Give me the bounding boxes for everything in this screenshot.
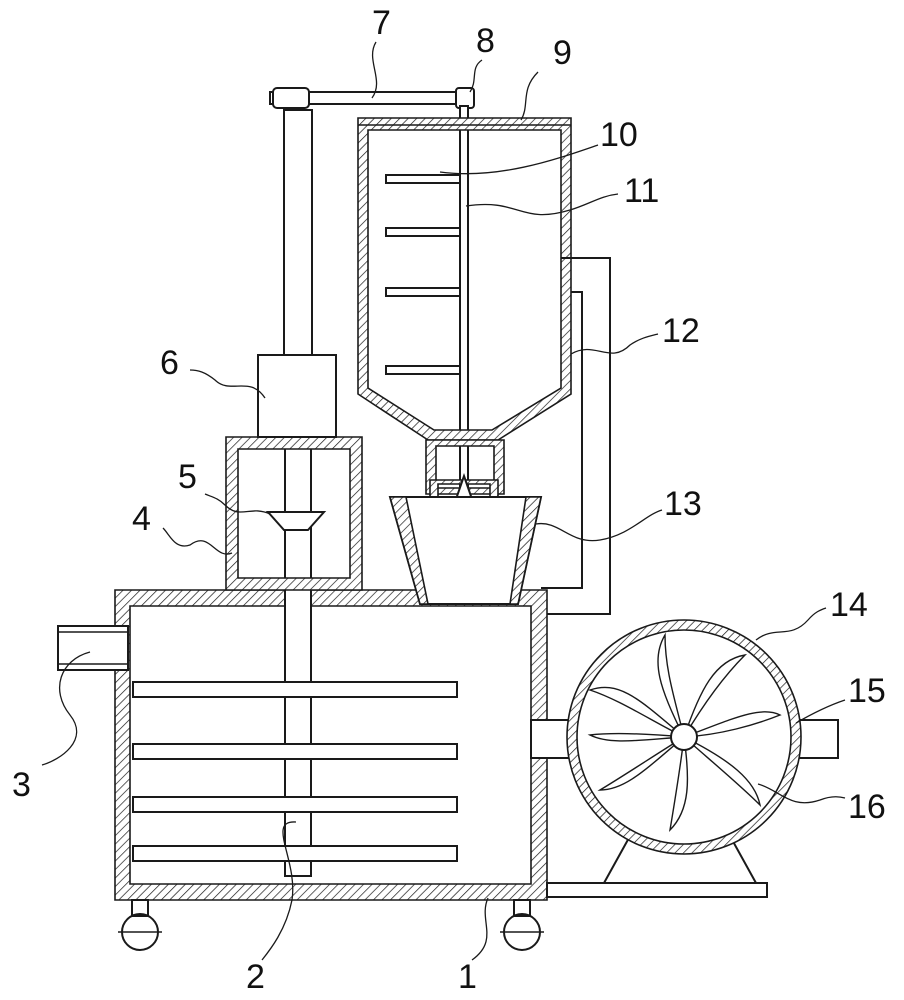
belt-drive — [269, 87, 475, 109]
callout-8: 8 — [476, 22, 495, 60]
wheel-right — [500, 899, 544, 951]
callout-5: 5 — [178, 458, 197, 496]
callout-10: 10 — [600, 116, 638, 154]
callout-14: 14 — [830, 586, 868, 624]
fan-impeller — [587, 632, 782, 833]
callout-labels: 1 2 3 4 5 6 7 8 9 10 11 12 13 14 15 16 — [12, 4, 886, 996]
connecting-pipe — [541, 257, 611, 615]
callout-7: 7 — [372, 4, 391, 42]
callout-16: 16 — [848, 788, 886, 826]
main-tank — [114, 589, 548, 901]
leader-lines — [41, 41, 846, 961]
shaft-funnel — [265, 511, 327, 531]
callout-9: 9 — [553, 34, 572, 72]
callout-6: 6 — [160, 344, 179, 382]
motor — [257, 354, 337, 438]
tank-stirring-blades — [132, 681, 458, 862]
callout-12: 12 — [662, 312, 700, 350]
hopper-shaft — [459, 105, 469, 487]
inlet-pipe — [57, 625, 129, 671]
callout-1: 1 — [458, 958, 477, 996]
callout-3: 3 — [12, 766, 31, 804]
drive-column — [283, 109, 313, 356]
hopper-blades — [385, 174, 461, 375]
callout-2: 2 — [246, 958, 265, 996]
callout-4: 4 — [132, 500, 151, 538]
wheel-left — [118, 899, 162, 951]
receiving-funnel — [388, 496, 543, 605]
callout-13: 13 — [664, 485, 702, 523]
callout-11: 11 — [624, 172, 659, 210]
callout-15: 15 — [848, 672, 886, 710]
